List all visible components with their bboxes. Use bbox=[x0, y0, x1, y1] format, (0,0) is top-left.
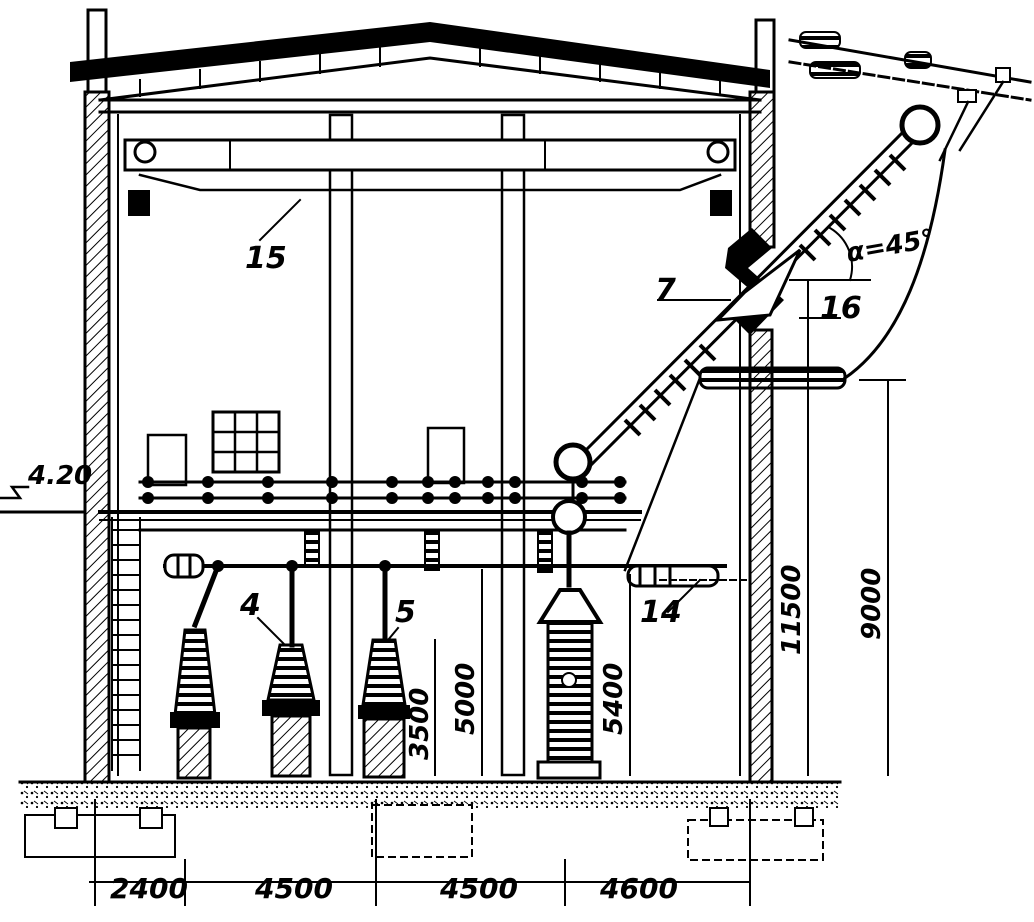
dim-bay-1: 2400 bbox=[110, 872, 188, 905]
dim-bay-4: 4600 bbox=[599, 872, 678, 905]
label-7: 7 bbox=[655, 273, 676, 308]
label-4: 4 bbox=[239, 588, 261, 623]
right-wall-upper bbox=[748, 90, 776, 249]
label-16: 16 bbox=[820, 291, 862, 326]
dim-bay-2: 4500 bbox=[254, 872, 333, 905]
angle-label: α=45° bbox=[844, 224, 937, 269]
dim-height-5000: 5000 bbox=[451, 663, 481, 735]
dim-height-5400: 5400 bbox=[599, 663, 629, 735]
apparatus-5 bbox=[358, 638, 410, 779]
roof-truss bbox=[98, 56, 762, 102]
apparatus-1 bbox=[170, 628, 220, 780]
label-5: 5 bbox=[395, 595, 416, 630]
incoming-line bbox=[788, 31, 1032, 162]
dimension-lines bbox=[89, 198, 906, 906]
dim-bay-3: 4500 bbox=[439, 872, 518, 905]
label-15: 15 bbox=[245, 241, 287, 276]
apparatus-4 bbox=[262, 643, 320, 778]
window bbox=[211, 410, 281, 474]
wall-bushing bbox=[553, 104, 941, 502]
dim-height-3500: 3500 bbox=[405, 688, 435, 760]
ground-surface bbox=[20, 780, 840, 808]
label-14: 14 bbox=[640, 595, 682, 630]
floor-level-mark: 4.20 bbox=[27, 461, 92, 491]
right-wall-lower bbox=[748, 328, 774, 784]
circuit-breaker bbox=[536, 499, 604, 780]
busbar-gallery bbox=[0, 476, 642, 532]
line-insulator-16 bbox=[623, 148, 947, 572]
building-structure bbox=[18, 8, 842, 861]
main-bus bbox=[163, 529, 727, 648]
dim-height-11500: 11500 bbox=[777, 565, 807, 655]
left-wall bbox=[83, 90, 111, 784]
stairs bbox=[111, 517, 141, 771]
dim-height-9000: 9000 bbox=[857, 568, 887, 640]
crane-girder bbox=[123, 138, 737, 172]
roof-slab bbox=[70, 22, 770, 88]
